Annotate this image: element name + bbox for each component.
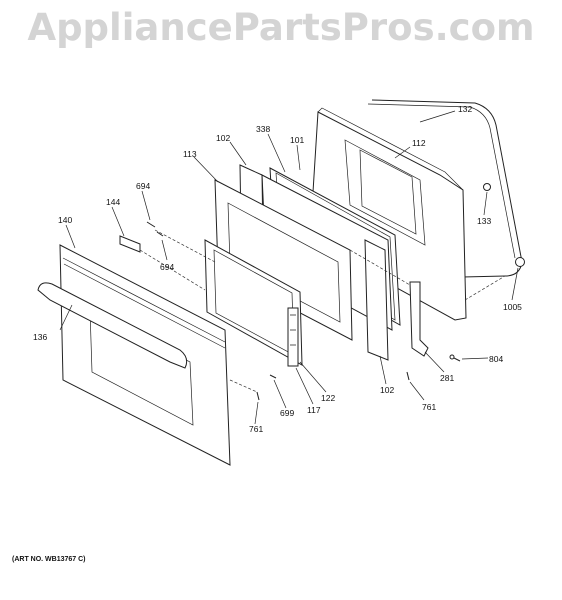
part-136-handle [37,282,188,369]
art-number: (ART NO. WB13767 C) [12,556,86,563]
label-281: 281 [440,373,454,383]
label-102-bottom: 102 [380,385,394,395]
part-699-screw [269,374,277,379]
label-1005: 1005 [503,302,522,312]
part-761-screw-left [256,391,260,401]
label-761-right: 761 [422,402,436,412]
label-694-top: 694 [136,181,150,191]
label-113: 113 [183,149,197,159]
part-102-insulation-bottom [364,239,389,361]
part-117-glass [204,239,303,366]
label-761-left: 761 [249,424,263,434]
part-694-screw-top [146,221,156,228]
label-102-top: 102 [216,133,230,143]
part-133-bolt [483,183,491,191]
part-113-inner-frame [214,179,353,341]
label-136: 136 [33,332,47,342]
part-761-screw-right [406,371,410,381]
part-694-screw-bottom [156,231,164,237]
label-101: 101 [290,135,304,145]
part-144-clip [119,235,141,253]
label-140: 140 [58,215,72,225]
label-804: 804 [489,354,503,364]
label-112: 112 [412,138,426,148]
label-144: 144 [106,197,120,207]
label-117: 117 [307,405,321,415]
label-338: 338 [256,124,270,134]
watermark: AppliancePartsPros.com [27,6,535,49]
part-281-hinge [409,281,429,357]
part-122-bracket [287,307,299,367]
part-140-outer-door [59,244,231,466]
label-694-bottom: 694 [160,262,174,272]
part-132-gasket [371,99,523,279]
label-699: 699 [280,408,294,418]
part-1005-bolt [515,257,525,267]
label-132: 132 [458,104,472,114]
label-133: 133 [477,216,491,226]
label-122: 122 [321,393,335,403]
